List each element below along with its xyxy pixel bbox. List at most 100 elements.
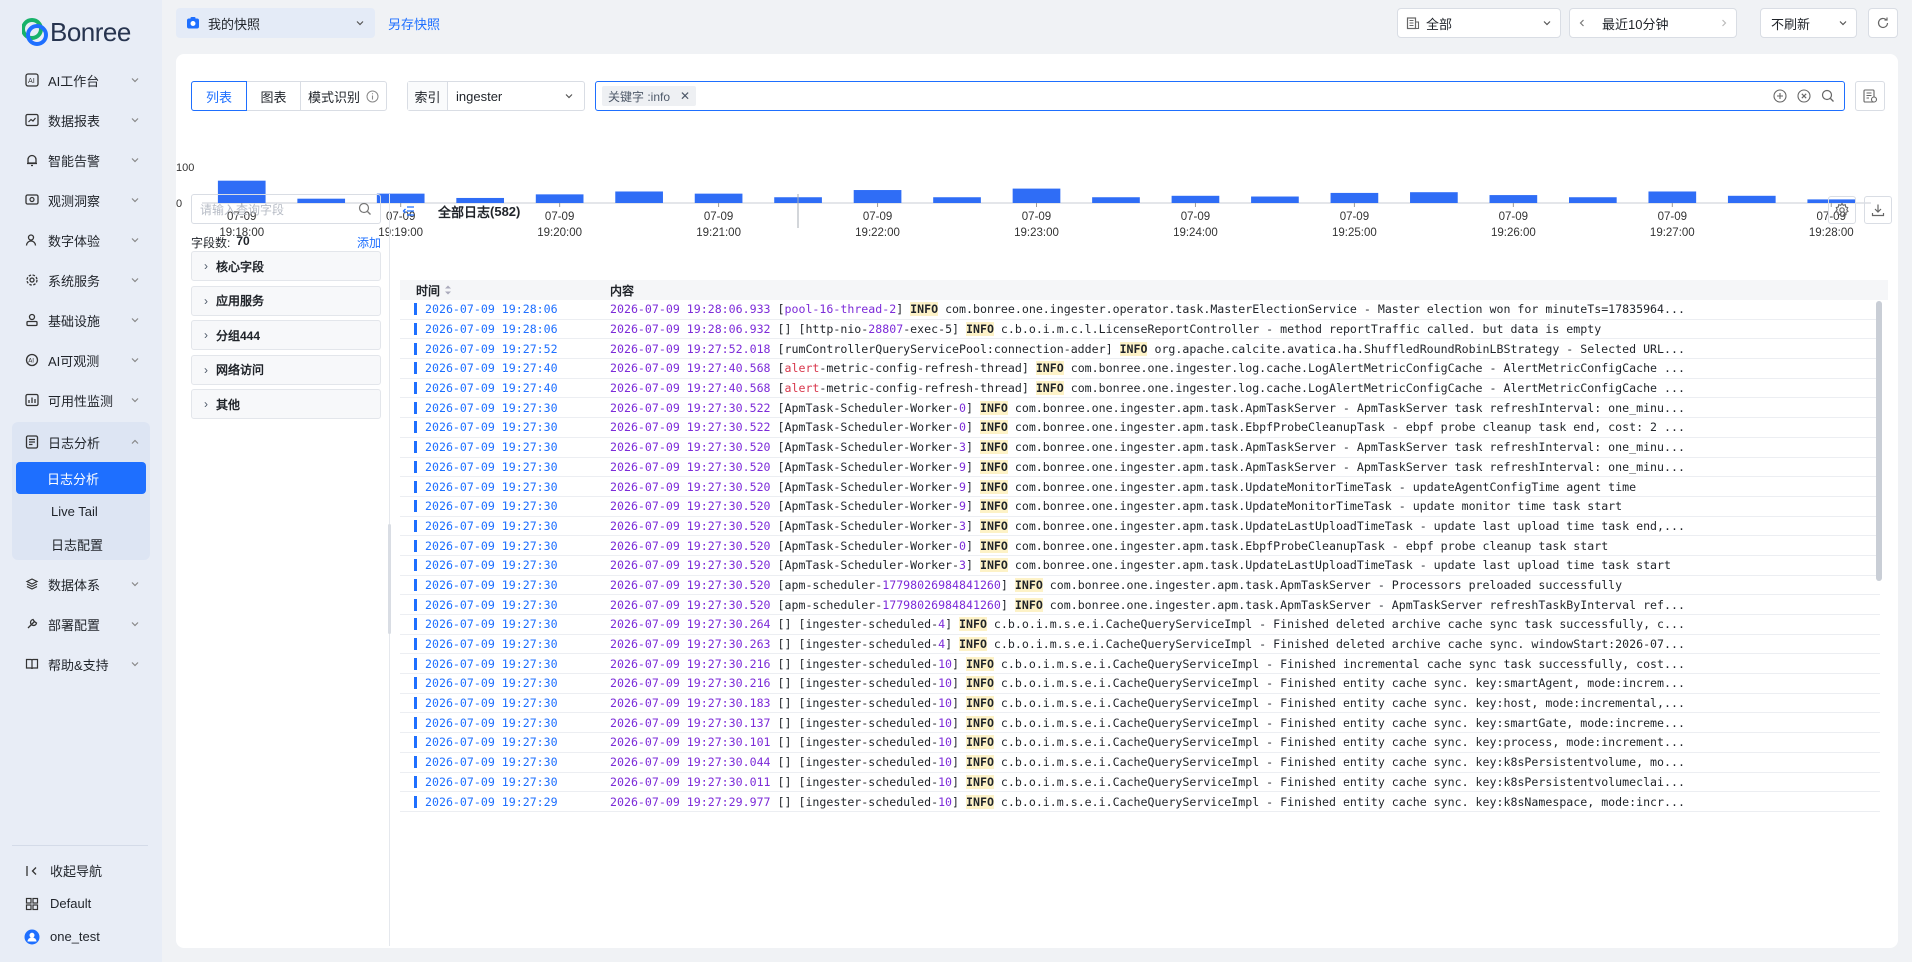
row-content[interactable]: 2026-07-09 19:27:30.522 [ApmTask-Schedul… xyxy=(610,420,1880,435)
row-content[interactable]: 2026-07-09 19:27:30.011 [] [ingester-sch… xyxy=(610,774,1880,789)
row-content[interactable]: 2026-07-09 19:27:30.522 [ApmTask-Schedul… xyxy=(610,400,1880,415)
row-expand-marker[interactable] xyxy=(414,500,417,513)
nav-availability[interactable]: 可用性监测 xyxy=(0,380,162,420)
field-group-core[interactable]: ›核心字段 xyxy=(191,251,381,281)
nav-digital-experience[interactable]: 数字体验 xyxy=(0,220,162,260)
row-expand-marker[interactable] xyxy=(414,323,417,336)
nav-ai-workbench[interactable]: AI AI工作台 xyxy=(0,60,162,100)
nav-deploy-config[interactable]: 部署配置 xyxy=(0,604,162,644)
row-expand-marker[interactable] xyxy=(414,519,417,532)
row-expand-marker[interactable] xyxy=(414,460,417,473)
row-expand-marker[interactable] xyxy=(414,638,417,651)
histogram-bar[interactable] xyxy=(1410,192,1458,203)
histogram-bar[interactable] xyxy=(853,190,902,203)
download-button[interactable] xyxy=(1864,196,1892,224)
row-expand-marker[interactable] xyxy=(414,441,417,454)
row-content[interactable]: 2026-07-09 19:27:30.216 [] [ingester-sch… xyxy=(610,656,1880,671)
row-content[interactable]: 2026-07-09 19:27:30.216 [] [ingester-sch… xyxy=(610,676,1880,691)
histogram-bar[interactable] xyxy=(615,191,663,203)
histogram-bar[interactable] xyxy=(1489,195,1538,203)
row-content[interactable]: 2026-07-09 19:27:30.183 [] [ingester-sch… xyxy=(610,696,1880,711)
nav-data-report[interactable]: 数据报表 xyxy=(0,100,162,140)
tab-pattern[interactable]: 模式识别 xyxy=(301,82,386,110)
row-content[interactable]: 2026-07-09 19:27:30.520 [ApmTask-Schedul… xyxy=(610,538,1880,553)
row-content[interactable]: 2026-07-09 19:27:30.520 [ApmTask-Schedul… xyxy=(610,499,1880,514)
row-expand-marker[interactable] xyxy=(414,401,417,414)
row-expand-marker[interactable] xyxy=(414,421,417,434)
row-content[interactable]: 2026-07-09 19:28:06.932 [] [http-nio-288… xyxy=(610,322,1880,337)
field-panel-toggle-button[interactable] xyxy=(1855,81,1885,111)
histogram-bar[interactable] xyxy=(1727,195,1776,203)
histogram-bar[interactable] xyxy=(1568,197,1617,203)
workspace-switcher[interactable]: Default xyxy=(12,887,148,920)
field-group-other[interactable]: ›其他 xyxy=(191,389,381,419)
search-icon[interactable] xyxy=(1820,88,1836,104)
histogram-bar[interactable] xyxy=(297,198,346,203)
save-snapshot-link[interactable]: 另存快照 xyxy=(388,17,441,32)
row-expand-marker[interactable] xyxy=(414,578,417,591)
nav-log-analysis[interactable]: 日志分析 xyxy=(12,422,150,462)
row-content[interactable]: 2026-07-09 19:27:30.264 [] [ingester-sch… xyxy=(610,617,1880,632)
snapshot-select[interactable]: 我的快照 xyxy=(176,8,375,38)
row-expand-marker[interactable] xyxy=(414,677,417,690)
subnav-log-config[interactable]: 日志配置 xyxy=(51,537,104,553)
time-range-picker[interactable]: 最近10分钟 xyxy=(1569,8,1737,38)
row-expand-marker[interactable] xyxy=(414,342,417,355)
field-group-app-service[interactable]: ›应用服务 xyxy=(191,285,381,316)
histogram-bar[interactable] xyxy=(1648,191,1697,203)
row-expand-marker[interactable] xyxy=(414,775,417,788)
row-expand-marker[interactable] xyxy=(414,303,417,316)
histogram-bar[interactable] xyxy=(217,180,266,203)
field-group-444[interactable]: ›分组444 xyxy=(191,320,381,350)
nav-help[interactable]: 帮助&支持 xyxy=(0,644,162,684)
row-expand-marker[interactable] xyxy=(414,618,417,631)
settings-button[interactable] xyxy=(1828,196,1856,224)
histogram-bar[interactable] xyxy=(456,197,505,203)
query-chip[interactable]: 关键字 :info ✕ xyxy=(602,86,697,106)
row-content[interactable]: 2026-07-09 19:27:30.263 [] [ingester-sch… xyxy=(610,637,1880,652)
row-expand-marker[interactable] xyxy=(414,362,417,375)
bonree-logo[interactable]: Bonree xyxy=(22,14,131,50)
histogram-bar[interactable] xyxy=(933,197,981,203)
user-menu[interactable]: one_test xyxy=(12,920,148,953)
row-expand-marker[interactable] xyxy=(414,716,417,729)
histogram-bar[interactable] xyxy=(1807,199,1856,203)
row-expand-marker[interactable] xyxy=(414,795,417,808)
row-content[interactable]: 2026-07-09 19:27:30.520 [apm-scheduler-1… xyxy=(610,597,1880,612)
tab-list[interactable]: 列表 xyxy=(191,81,247,111)
log-scrollbar[interactable] xyxy=(1876,301,1882,581)
row-content[interactable]: 2026-07-09 19:27:30.137 [] [ingester-sch… xyxy=(610,715,1880,730)
row-expand-marker[interactable] xyxy=(414,736,417,749)
prev-time-button[interactable] xyxy=(1570,9,1594,37)
histogram-bar[interactable] xyxy=(535,194,584,203)
histogram-bar[interactable] xyxy=(1092,197,1140,203)
histogram-bar[interactable] xyxy=(1251,196,1299,203)
histogram-bar[interactable] xyxy=(1012,188,1061,203)
row-content[interactable]: 2026-07-09 19:28:06.933 [pool-16-thread-… xyxy=(610,302,1880,317)
histogram-bar[interactable] xyxy=(1171,195,1220,203)
row-expand-marker[interactable] xyxy=(414,657,417,670)
col-time-header[interactable]: 时间 xyxy=(400,282,610,299)
row-content[interactable]: 2026-07-09 19:27:30.520 [ApmTask-Schedul… xyxy=(610,479,1880,494)
row-content[interactable]: 2026-07-09 19:27:29.977 [] [ingester-sch… xyxy=(610,794,1880,809)
reload-button[interactable] xyxy=(1868,8,1898,38)
histogram-bar[interactable] xyxy=(376,193,425,203)
nav-smart-alert[interactable]: 智能告警 xyxy=(0,140,162,180)
add-field-link[interactable]: 添加 xyxy=(356,236,381,250)
nav-system-service[interactable]: 系统服务 xyxy=(0,260,162,300)
close-icon[interactable]: ✕ xyxy=(680,89,691,103)
